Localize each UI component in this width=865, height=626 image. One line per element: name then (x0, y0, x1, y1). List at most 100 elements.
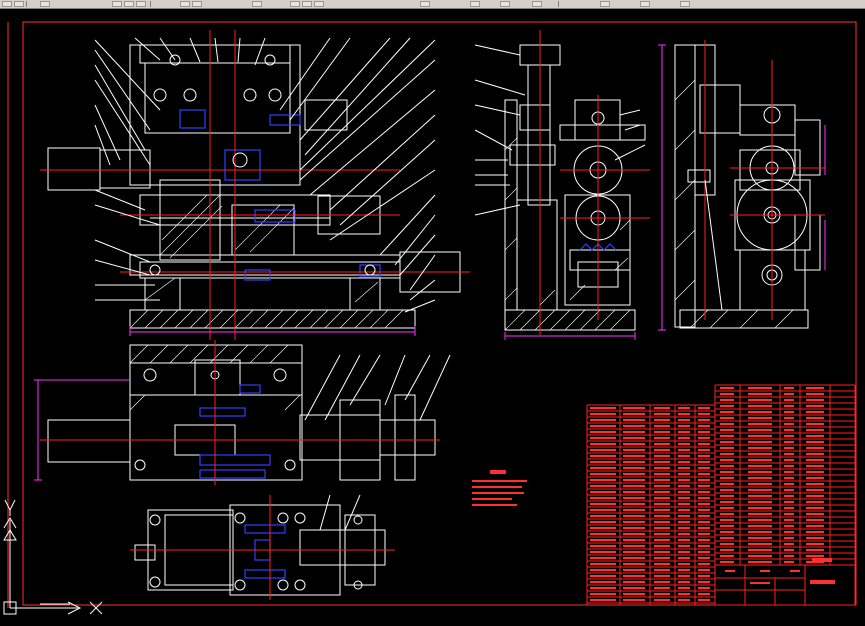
table-cell-text (590, 557, 616, 559)
save-icon[interactable] (14, 1, 24, 7)
table-cell-text (654, 485, 670, 487)
section-view-b (130, 494, 395, 600)
layer-icon[interactable] (600, 1, 610, 7)
table-cell-text (623, 431, 645, 433)
table-cell-text (623, 485, 645, 487)
table-cell-text (678, 563, 690, 565)
color-control-icon[interactable] (680, 1, 690, 7)
pan-icon[interactable] (252, 1, 262, 7)
table-cell-text (623, 515, 645, 517)
table-cell-text (678, 485, 690, 487)
table-cell-text (720, 495, 734, 497)
table-cell-text (654, 533, 670, 535)
table-cell-text (806, 417, 824, 419)
print-icon[interactable] (40, 1, 50, 7)
properties-icon[interactable] (420, 1, 430, 7)
table-cell-text (678, 587, 690, 589)
layer-state-icon[interactable] (640, 1, 650, 7)
table-cell-text (784, 549, 794, 551)
zoom-previous-icon[interactable] (314, 1, 324, 7)
help-icon[interactable] (532, 1, 542, 7)
table-cell-text (784, 525, 794, 527)
table-cell-text (784, 417, 794, 419)
table-cell-text (720, 531, 734, 533)
table-cell-text (806, 411, 824, 413)
table-cell-text (698, 563, 710, 565)
table-cell-text (720, 393, 734, 395)
table-cell-text (590, 515, 616, 517)
cut-icon[interactable] (112, 1, 122, 7)
table-cell-text (806, 453, 824, 455)
table-cell-text (748, 537, 772, 539)
table-cell-text (748, 501, 772, 503)
table-cell-text (678, 593, 690, 595)
open-icon[interactable] (2, 1, 12, 7)
table-cell-text (748, 399, 772, 401)
table-cell-text (654, 419, 670, 421)
table-cell-text (748, 525, 772, 527)
table-cell-text (748, 387, 772, 389)
table-cell-text (654, 437, 670, 439)
table-cell-text (678, 449, 690, 451)
table-cell-text (784, 393, 794, 395)
table-cell-text (748, 447, 772, 449)
table-cell-text (590, 437, 616, 439)
table-cell-text (590, 485, 616, 487)
table-cell-text (590, 491, 616, 493)
table-cell-text (678, 455, 690, 457)
table-cell-text (720, 399, 734, 401)
table-cell-text (654, 407, 670, 409)
table-cell-text (623, 491, 645, 493)
paste-icon[interactable] (136, 1, 146, 7)
design-center-icon[interactable] (470, 1, 480, 7)
table-cell-text (654, 587, 670, 589)
table-cell-text (748, 549, 772, 551)
table-cell-text (623, 473, 645, 475)
table-cell-text (698, 551, 710, 553)
table-cell-text (654, 449, 670, 451)
toolbar-separator (150, 1, 151, 7)
table-cell-text (720, 537, 734, 539)
table-cell-text (623, 539, 645, 541)
redo-icon[interactable] (192, 1, 202, 7)
table-cell-text (678, 515, 690, 517)
toolbar-separator (26, 1, 27, 7)
table-cell-text (623, 407, 645, 409)
table-cell-text (654, 539, 670, 541)
table-cell-text (654, 473, 670, 475)
table-cell-text (698, 431, 710, 433)
drawing-canvas[interactable] (0, 9, 865, 626)
zoom-icon[interactable] (290, 1, 300, 7)
table-cell-text (698, 503, 710, 505)
table-cell-text (784, 465, 794, 467)
table-cell-text (720, 543, 734, 545)
table-cell-text (806, 471, 824, 473)
standard-toolbar (0, 0, 865, 9)
table-cell-text (806, 501, 824, 503)
table-cell-text (720, 513, 734, 515)
section-view-a (34, 340, 451, 485)
table-cell-text (698, 539, 710, 541)
table-cell-text (784, 423, 794, 425)
table-cell-text (590, 449, 616, 451)
undo-icon[interactable] (180, 1, 190, 7)
table-cell-text (748, 477, 772, 479)
table-cell-text (806, 393, 824, 395)
table-cell-text (698, 533, 710, 535)
table-cell-text (654, 509, 670, 511)
tool-palette-icon[interactable] (500, 1, 510, 7)
table-cell-text (654, 527, 670, 529)
table-cell-text (623, 449, 645, 451)
table-cell-text (590, 407, 616, 409)
table-cell-text (678, 491, 690, 493)
table-cell-text (806, 513, 824, 515)
table-cell-text (784, 489, 794, 491)
table-cell-text (806, 405, 824, 407)
table-cell-text (623, 509, 645, 511)
table-cell-text (806, 555, 824, 557)
table-cell-text (698, 467, 710, 469)
zoom-window-icon[interactable] (302, 1, 312, 7)
table-cell-text (720, 423, 734, 425)
copy-icon[interactable] (124, 1, 134, 7)
table-cell-text (590, 461, 616, 463)
